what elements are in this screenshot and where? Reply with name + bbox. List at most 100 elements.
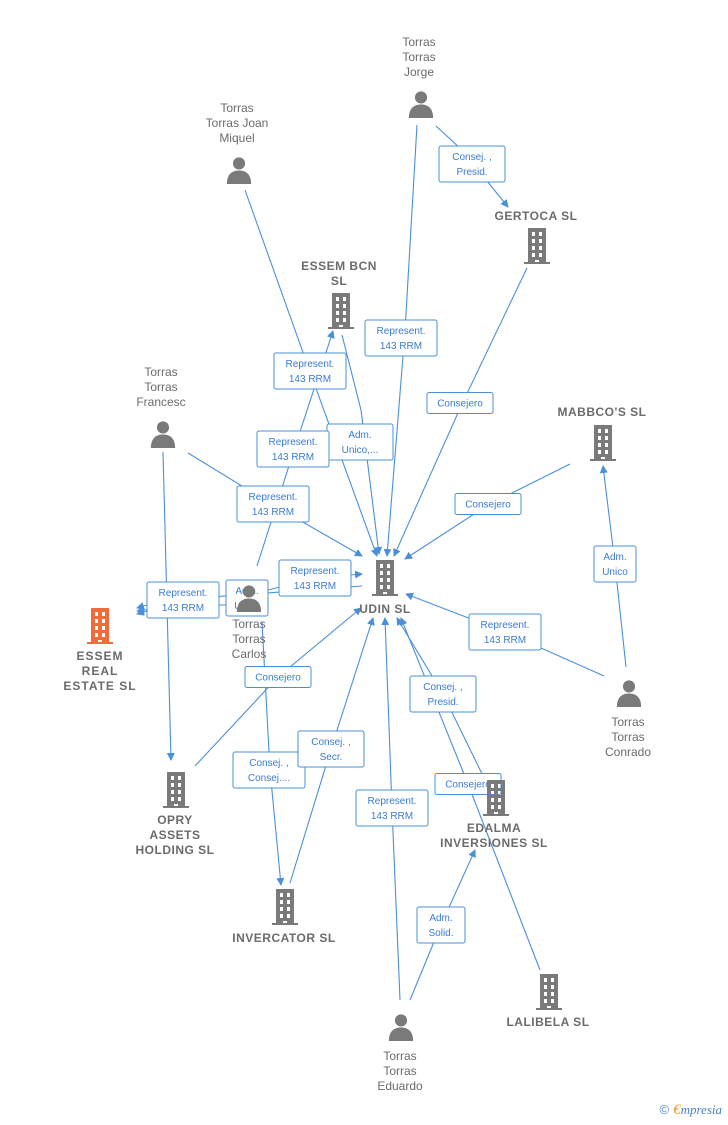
building-icon [328,293,354,329]
node-label-essem_re: ESTATE SL [63,679,136,693]
edge-label-text: Adm. [429,913,452,924]
node-invercator[interactable]: INVERCATOR SL [232,889,335,945]
node-label-mabbcos: MABBCO'S SL [557,405,646,419]
edge-label-text: 143 RRM [380,341,422,352]
building-icon [590,425,616,461]
edge-label-box [468,613,542,651]
edge-label-carlos-essembcn[interactable]: Represent. 143 RRM [256,430,330,468]
edge-label-text: Consejero [437,399,483,410]
edge-label-opry-udin[interactable]: Consejero [244,666,312,688]
edge-label-conrado-mabbcos[interactable]: Adm.Unico [593,545,637,583]
edge-label-box [256,430,330,468]
edge-label-text: Represent. [481,620,530,631]
node-label-opry: HOLDING SL [136,843,215,857]
node-label-essem_re: REAL [82,664,119,678]
node-label-udin: UDIN SL [359,602,411,616]
edge-labels-layer: Consej. , Presid. Represent. 143 RRM Conseje… [146,145,637,944]
edge-label-jorge-udin[interactable]: Represent. 143 RRM [364,319,438,357]
person-icon [226,157,252,184]
edge-label-text: Represent. [159,588,208,599]
edge-label-eduardo-udin[interactable]: Represent.143 RRM [355,789,429,827]
edge-label-text: Consejero [445,780,491,791]
node-label-conrado: Torras [611,715,644,729]
node-label-conrado: Torras [611,730,644,744]
edge-label-mabbcos-udin[interactable]: Consejero [454,493,522,515]
edge-label-text: Consej. , [452,152,491,163]
node-lalibela[interactable]: LALIBELA SL [506,974,589,1029]
node-mabbcos[interactable]: MABBCO'S SL [557,405,646,461]
edge-label-box [278,559,352,597]
edge-label-box [364,319,438,357]
edge-label-invercator-udin[interactable]: Consej. , Secr. [297,730,365,768]
node-label-eduardo: Torras [383,1064,416,1078]
edge-label-jorge-gertoca[interactable]: Consej. , Presid. [438,145,506,183]
node-label-conrado: Conrado [605,745,651,759]
edge-label-carlos-invercator[interactable]: Consej. ,Consej.... [232,751,306,789]
person-icon [616,680,642,707]
edge-label-text: Consej. , [249,758,288,769]
edge-label-carlos-udin[interactable]: Represent.143 RRM [278,559,352,597]
node-label-essembcn: ESSEM BCN [301,259,377,273]
edge-label-text: Represent. [269,437,318,448]
edge-label-text: Presid. [456,167,487,178]
edge-label-text: Represent. [286,359,335,370]
edge-label-text: Consej. , [311,737,350,748]
edge-label-text: Represent. [291,566,340,577]
edge-label-gertoca-udin[interactable]: Consejero [426,392,494,414]
edge-label-udin-essem_re[interactable]: Represent. 143 RRM [146,581,220,619]
edge-label-joan-udin[interactable]: Represent. 143 RRM [273,352,347,390]
edge-label-box [409,675,477,713]
edge-label-text: Secr. [320,752,343,763]
building-icon [536,974,562,1010]
building-icon [272,889,298,925]
building-icon [87,608,113,644]
edge-label-box [426,392,494,414]
copyright-icon: © [659,1102,670,1117]
empresia-logo-text: mpresia [680,1102,722,1117]
node-label-francesc: Francesc [136,395,185,409]
edge-label-box [454,493,522,515]
edge-label-box [146,581,220,619]
node-udin[interactable]: UDIN SL [359,560,411,616]
edge-label-edalma-udin[interactable]: Consej. , Presid. [409,675,477,713]
edge-label-francesc-udin[interactable]: Represent.143 RRM [236,485,310,523]
edge-label-text: 143 RRM [252,507,294,518]
node-label-essembcn: SL [331,274,347,288]
edge-label-text: Consej. , [423,682,462,693]
edge-label-eduardo-edalma[interactable]: Adm. Solid. [416,906,466,944]
node-label-joan: Miquel [219,131,254,145]
edge-label-essembcn-udin[interactable]: Adm.Unico,... [326,423,394,461]
node-label-joan: Torras [220,101,253,115]
edge-label-box [438,145,506,183]
edge-label-text: Adm. [603,552,626,563]
edge-label-text: 143 RRM [484,635,526,646]
edge-label-text: 143 RRM [272,452,314,463]
node-label-lalibela: LALIBELA SL [506,1015,589,1029]
edge-label-conrado-udin[interactable]: Represent. 143 RRM [468,613,542,651]
edge-label-text: Solid. [428,928,453,939]
edge-label-text: 143 RRM [289,374,331,385]
edge-label-text: 143 RRM [162,603,204,614]
node-label-jorge: Torras [402,35,435,49]
node-label-francesc: Torras [144,365,177,379]
edge-label-text: Consejero [255,673,301,684]
empresia-brand: ©€mpresia [660,1102,723,1119]
edge-label-text: Presid. [427,697,458,708]
edge-label-box [416,906,466,944]
edge-label-text: Represent. [377,326,426,337]
node-label-gertoca: GERTOCA SL [494,209,577,223]
building-icon [163,772,189,808]
node-gertoca[interactable]: GERTOCA SL [494,209,577,264]
